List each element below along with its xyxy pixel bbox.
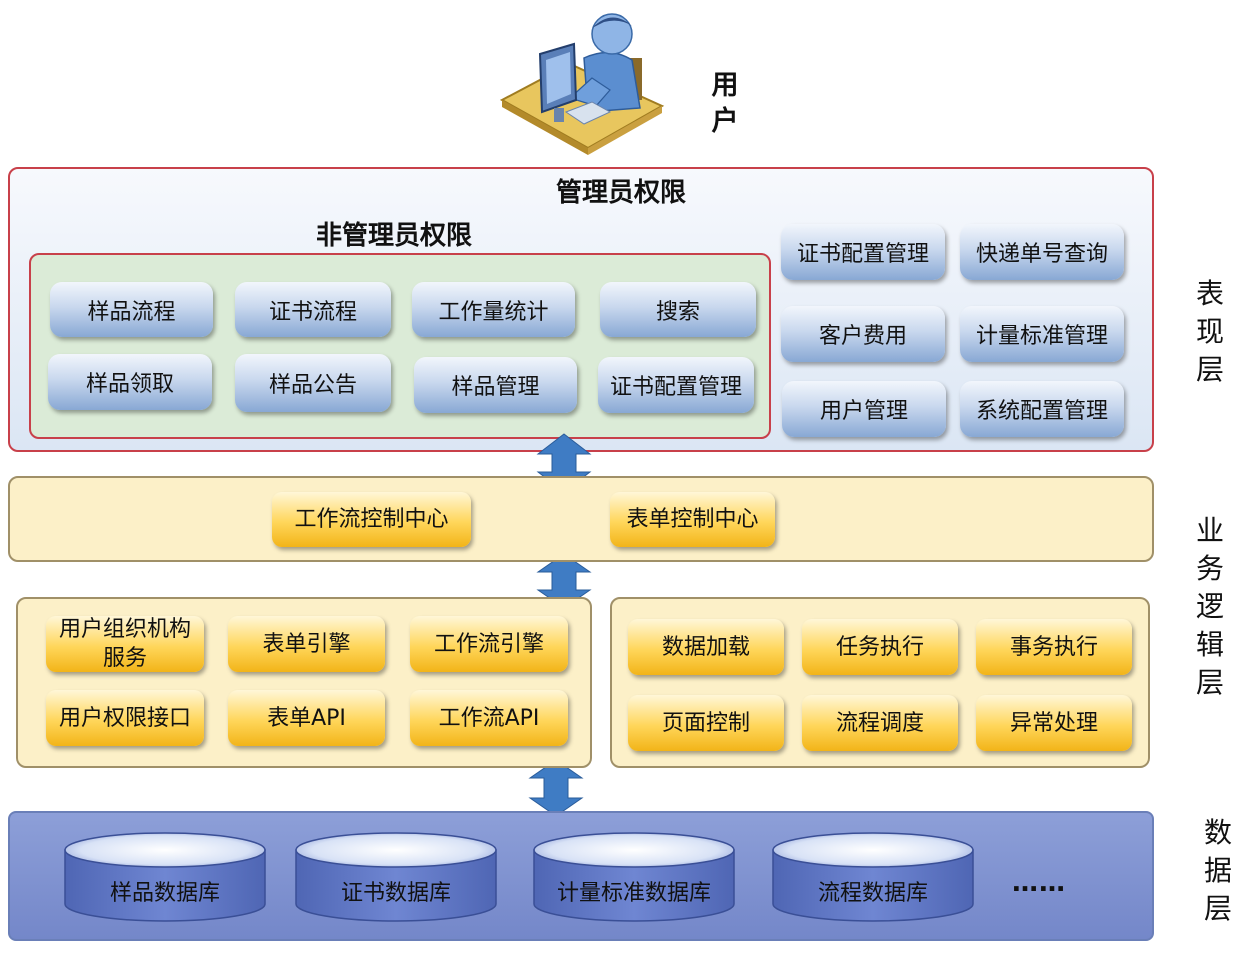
database-icon (533, 832, 735, 922)
customer-fee-button[interactable]: 客户费用 (781, 306, 945, 362)
workload-statistics-button[interactable]: 工作量统计 (412, 282, 575, 337)
presentation-layer-label-char: 表 (1195, 277, 1224, 310)
transaction-execution-button[interactable]: 事务执行 (976, 619, 1132, 675)
search-button[interactable]: 搜索 (600, 282, 756, 337)
business-layer-label-char: 辑 (1195, 628, 1224, 661)
user-label-line1: 用 (711, 70, 739, 101)
data-layer-label-char: 数 (1203, 816, 1232, 849)
page-control-button[interactable]: 页面控制 (628, 695, 784, 751)
task-execution-button[interactable]: 任务执行 (802, 619, 958, 675)
business-logic-layer-label: 业 务 逻 辑 层 (1190, 512, 1230, 702)
user-computer-icon (500, 13, 665, 155)
database-label: 证书数据库 (340, 881, 451, 906)
nonadmin-permission-title: 非管理员权限 (316, 221, 473, 251)
sample-management-button[interactable]: 样品管理 (414, 357, 577, 413)
control-center-panel (8, 476, 1154, 562)
form-control-center-button[interactable]: 表单控制中心 (610, 492, 775, 547)
database-sample: 样品数据库 (64, 832, 266, 922)
certificate-process-button[interactable]: 证书流程 (235, 282, 391, 337)
business-layer-label-char: 业 (1195, 514, 1224, 547)
business-layer-label-char: 层 (1195, 666, 1224, 699)
business-layer-label-char: 逻 (1195, 590, 1224, 623)
sample-announcement-button[interactable]: 样品公告 (235, 354, 391, 412)
database-label: 样品数据库 (109, 881, 220, 906)
admin-permission-title: 管理员权限 (556, 178, 687, 208)
more-databases-ellipsis: …… (1012, 868, 1066, 898)
presentation-layer-label-char: 层 (1195, 353, 1224, 386)
certificate-config-button-nonadmin[interactable]: 证书配置管理 (598, 357, 754, 413)
workflow-engine-button[interactable]: 工作流引擎 (410, 616, 568, 672)
user-management-button[interactable]: 用户管理 (782, 381, 946, 437)
exception-handling-button[interactable]: 异常处理 (976, 695, 1132, 751)
database-icon (64, 832, 266, 922)
system-config-management-button[interactable]: 系统配置管理 (960, 381, 1124, 437)
user-org-service-label: 用户组织机构 (58, 617, 191, 642)
user-org-service-button[interactable]: 用户组织机构 服务 (46, 616, 204, 672)
user-label-line2: 户 (711, 106, 739, 137)
process-scheduling-button[interactable]: 流程调度 (802, 695, 958, 751)
certificate-config-button-admin[interactable]: 证书配置管理 (781, 224, 945, 280)
data-layer-label-char: 层 (1203, 892, 1232, 925)
workflow-api-button[interactable]: 工作流API (410, 690, 568, 746)
database-icon (772, 832, 974, 922)
data-layer-label: 数 据 层 (1198, 814, 1238, 928)
form-engine-button[interactable]: 表单引擎 (228, 616, 385, 672)
form-api-button[interactable]: 表单API (228, 690, 385, 746)
user-permission-interface-button[interactable]: 用户权限接口 (46, 690, 204, 746)
presentation-layer-label: 表 现 层 (1190, 275, 1230, 389)
data-loading-button[interactable]: 数据加载 (628, 619, 784, 675)
database-label: 流程数据库 (817, 881, 928, 906)
database-label: 计量标准数据库 (556, 881, 711, 906)
user-label: 用 户 (707, 68, 743, 140)
presentation-layer-label-char: 现 (1195, 315, 1224, 348)
database-process: 流程数据库 (772, 832, 974, 922)
sample-collection-button[interactable]: 样品领取 (48, 354, 212, 410)
user-org-service-label-line2: 服务 (102, 646, 147, 671)
data-layer-label-char: 据 (1203, 854, 1232, 887)
workflow-control-center-button[interactable]: 工作流控制中心 (272, 492, 471, 547)
express-number-query-button[interactable]: 快递单号查询 (960, 224, 1124, 280)
database-icon (295, 832, 497, 922)
sample-process-button[interactable]: 样品流程 (50, 282, 213, 337)
metrology-standard-management-button[interactable]: 计量标准管理 (960, 306, 1124, 362)
business-layer-label-char: 务 (1195, 552, 1224, 585)
database-metrology-standard: 计量标准数据库 (533, 832, 735, 922)
database-certificate: 证书数据库 (295, 832, 497, 922)
